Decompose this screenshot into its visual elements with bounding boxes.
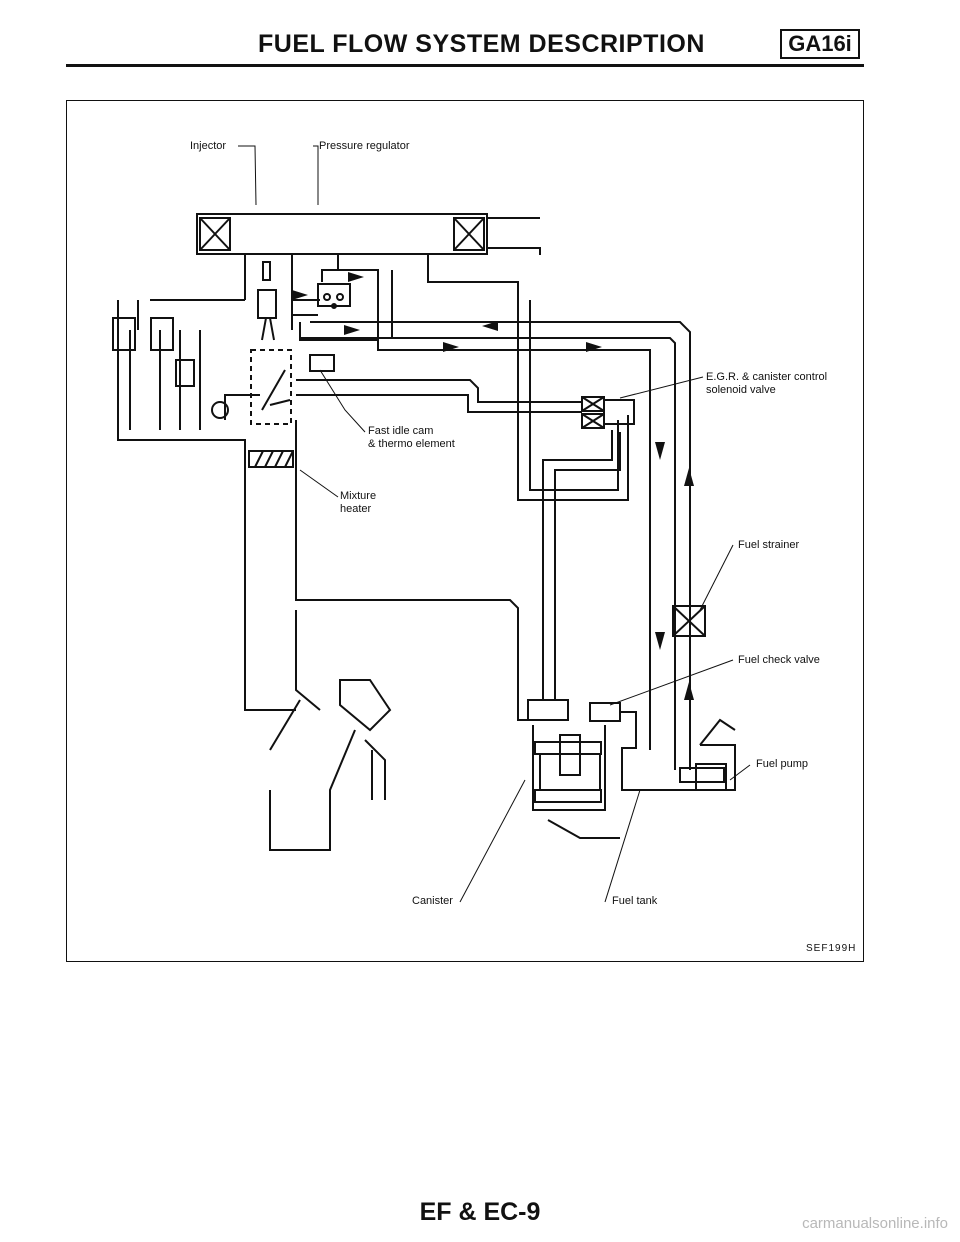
fuel-strainer-body — [672, 605, 706, 637]
egr-solenoid-valves — [581, 396, 635, 429]
fuel-check-valve-body — [589, 702, 736, 791]
mixture-heater — [248, 450, 294, 468]
label-fuel-check-valve: Fuel check valve — [738, 654, 820, 666]
label-pressure-regulator: Pressure regulator — [319, 140, 410, 152]
label-egr-valve-line2: solenoid valve — [706, 384, 776, 396]
label-canister: Canister — [412, 895, 453, 907]
air-duct — [269, 420, 540, 851]
page-title: FUEL FLOW SYSTEM DESCRIPTION — [258, 30, 705, 58]
label-fast-idle-line2: & thermo element — [368, 438, 455, 450]
page-number: EF & EC-9 — [419, 1198, 541, 1226]
label-injector: Injector — [190, 140, 227, 152]
intake-manifold-left — [112, 299, 296, 711]
label-fuel-pump: Fuel pump — [756, 758, 808, 770]
label-mixture-heater: Mixture heater — [340, 490, 376, 516]
diagram-frame — [66, 100, 864, 962]
watermark: carmanualsonline.info — [802, 1215, 948, 1232]
label-fuel-strainer: Fuel strainer — [738, 539, 800, 551]
title-rule — [66, 64, 864, 67]
label-fast-idle-cam: Fast idle cam & thermo element — [368, 425, 455, 451]
injector-body — [257, 261, 277, 341]
canister-body — [527, 699, 620, 839]
label-mixture-line2: heater — [340, 503, 372, 515]
pressure-regulator-body — [317, 283, 351, 309]
engine-badge: GA16i — [780, 29, 860, 59]
fuel-tank-body — [679, 718, 736, 791]
label-egr-valve-line1: E.G.R. & canister control — [706, 371, 828, 383]
flow-arrows — [292, 272, 694, 700]
label-fuel-tank: Fuel tank — [612, 895, 658, 907]
fuel-lines — [292, 254, 691, 770]
leader-lines — [238, 145, 751, 903]
fast-idle-cam-assembly — [250, 349, 335, 425]
label-fast-idle-line1: Fast idle cam — [368, 425, 434, 437]
label-egr-valve: E.G.R. & canister control solenoid valve — [706, 371, 827, 397]
figure-code: SEF199H — [806, 943, 857, 954]
label-mixture-line1: Mixture — [340, 490, 377, 502]
throttle-body-housing — [196, 213, 541, 330]
